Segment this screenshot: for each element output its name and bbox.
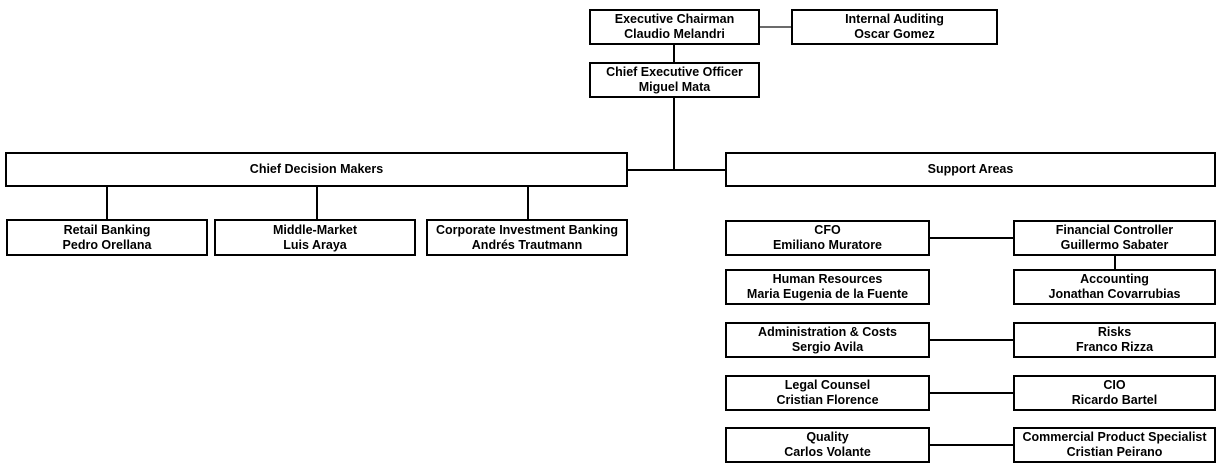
connector-legal-counsel-to-cio <box>929 392 1014 394</box>
node-person: Andrés Trautmann <box>471 237 583 252</box>
node-person: Jonathan Covarrubias <box>1048 287 1181 301</box>
node-person: Maria Eugenia de la Fuente <box>746 287 909 301</box>
node-title: CIO <box>1103 378 1126 393</box>
node-title: Chief Executive Officer <box>606 65 743 80</box>
node-administration-costs[interactable]: Administration & Costs Sergio Avila <box>725 322 930 358</box>
connector-administration-to-risks <box>929 339 1014 341</box>
node-support-areas[interactable]: Support Areas <box>725 152 1216 187</box>
connector-ceo-bus <box>628 169 727 171</box>
connector-cdm-to-middle-market <box>316 187 318 219</box>
node-human-resources[interactable]: Human Resources Maria Eugenia de la Fuen… <box>725 269 930 305</box>
node-person: Ricardo Bartel <box>1071 393 1158 407</box>
node-legal-counsel[interactable]: Legal Counsel Cristian Florence <box>725 375 930 411</box>
node-cfo[interactable]: CFO Emiliano Muratore <box>725 220 930 256</box>
node-person: Cristian Florence <box>776 393 879 407</box>
node-title: Quality <box>806 430 849 445</box>
node-title: Corporate Investment Banking <box>436 222 618 237</box>
node-risks[interactable]: Risks Franco Rizza <box>1013 322 1216 358</box>
connector-cdm-to-retail-banking <box>106 187 108 219</box>
node-title: Chief Decision Makers <box>249 162 384 177</box>
node-chief-decision-makers[interactable]: Chief Decision Makers <box>5 152 628 187</box>
node-accounting[interactable]: Accounting Jonathan Covarrubias <box>1013 269 1216 305</box>
node-title: Internal Auditing <box>845 12 944 27</box>
node-corporate-investment-banking[interactable]: Corporate Investment Banking Andrés Trau… <box>426 219 628 256</box>
node-person: Cristian Peirano <box>1066 445 1163 459</box>
node-chief-executive-officer[interactable]: Chief Executive Officer Miguel Mata <box>589 62 760 98</box>
node-person: Claudio Melandri <box>624 27 725 41</box>
node-title: Support Areas <box>927 162 1014 177</box>
node-person: Sergio Avila <box>791 340 864 354</box>
node-person: Luis Araya <box>283 237 347 252</box>
node-title: Risks <box>1097 325 1132 340</box>
connector-chairman-to-internal-auditing <box>760 26 791 28</box>
node-person: Carlos Volante <box>784 445 871 459</box>
node-person: Guillermo Sabater <box>1060 238 1169 252</box>
connector-cfo-to-financial-controller <box>929 237 1014 239</box>
node-person: Miguel Mata <box>638 80 711 94</box>
connector-financial-controller-to-accounting <box>1114 256 1116 269</box>
node-title: Financial Controller <box>1055 223 1174 238</box>
node-person: Emiliano Muratore <box>772 238 883 252</box>
node-cio[interactable]: CIO Ricardo Bartel <box>1013 375 1216 411</box>
node-retail-banking[interactable]: Retail Banking Pedro Orellana <box>6 219 208 256</box>
connector-ceo-drop <box>673 98 675 171</box>
node-title: Administration & Costs <box>758 325 897 340</box>
node-executive-chairman[interactable]: Executive Chairman Claudio Melandri <box>589 9 760 45</box>
node-quality[interactable]: Quality Carlos Volante <box>725 427 930 463</box>
node-commercial-product-specialist[interactable]: Commercial Product Specialist Cristian P… <box>1013 427 1216 463</box>
connector-cdm-to-corporate-investment-banking <box>527 187 529 219</box>
node-title: Legal Counsel <box>784 378 871 393</box>
connector-chairman-to-ceo <box>673 45 675 62</box>
node-title: Middle-Market <box>272 222 358 237</box>
node-title: Retail Banking <box>63 222 151 237</box>
node-person: Pedro Orellana <box>62 237 152 252</box>
node-title: Commercial Product Specialist <box>1022 430 1207 445</box>
node-person: Oscar Gomez <box>854 27 935 41</box>
node-person: Franco Rizza <box>1075 340 1154 354</box>
node-title: Human Resources <box>772 272 883 287</box>
node-title: Accounting <box>1080 272 1149 287</box>
node-internal-auditing[interactable]: Internal Auditing Oscar Gomez <box>791 9 998 45</box>
node-title: CFO <box>814 223 841 238</box>
connector-quality-to-commercial-product-specialist <box>929 444 1014 446</box>
node-title: Executive Chairman <box>614 12 735 27</box>
node-middle-market[interactable]: Middle-Market Luis Araya <box>214 219 416 256</box>
node-financial-controller[interactable]: Financial Controller Guillermo Sabater <box>1013 220 1216 256</box>
